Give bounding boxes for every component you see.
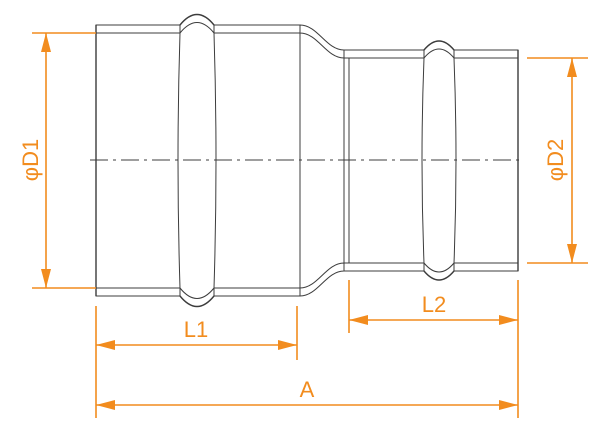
pipe-body: [90, 13, 524, 308]
dimension-d2: φD2: [527, 57, 588, 264]
top-wall-left: [95, 24, 181, 34]
dimension-a: A: [95, 360, 518, 418]
dimension-l1: L1: [95, 306, 298, 360]
l1-label: L1: [184, 317, 208, 342]
d1-label: φD1: [18, 139, 43, 181]
bottom-wall-middle: [213, 287, 301, 297]
taper-bottom-wall: [299, 262, 345, 297]
top-wall-small-left: [343, 49, 425, 59]
top-wall-middle: [213, 24, 301, 34]
bottom-wall-small-left: [343, 262, 425, 272]
dimension-d1: φD1: [18, 32, 96, 289]
a-label: A: [300, 377, 315, 402]
d2-label: φD2: [543, 139, 568, 181]
dimension-l2: L2: [348, 280, 519, 418]
bottom-wall-left: [95, 287, 181, 297]
top-wall-small-right: [453, 49, 519, 59]
bottom-wall-small-right: [453, 262, 519, 272]
taper-top-wall: [299, 24, 345, 59]
l2-label: L2: [422, 292, 446, 317]
